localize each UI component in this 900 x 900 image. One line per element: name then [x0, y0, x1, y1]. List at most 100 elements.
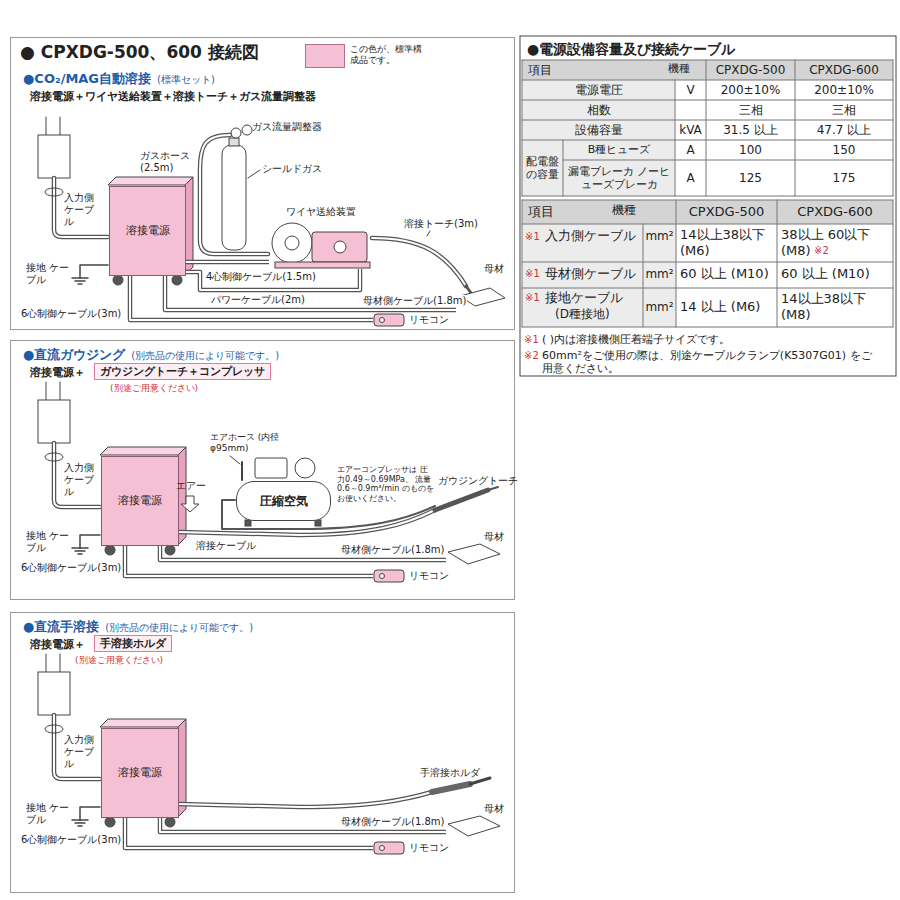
table-text: 60 以上 (M10): [781, 266, 870, 282]
node-label: リモコン: [409, 842, 449, 854]
option-box: 手溶接ホルダ: [94, 635, 172, 652]
part-label: 溶接電源＋: [30, 366, 85, 379]
feed-roller: [334, 241, 346, 253]
table-rule: [522, 200, 893, 201]
cable-twist-mark: [45, 725, 63, 733]
cable-label: パワーケーブル(2m): [210, 294, 306, 306]
feeder-base: [275, 262, 370, 268]
caster-wheel: [165, 545, 175, 555]
table-rule: [893, 200, 894, 327]
holder-cable: [178, 792, 432, 807]
gas-hose-core: [200, 135, 268, 254]
table-text: 150: [795, 143, 893, 157]
table-rule: [795, 60, 796, 196]
table-text: 入力側ケーブル: [545, 228, 636, 244]
panel-heading-text: (別売品の使用により可能です。): [105, 622, 253, 634]
table-text: 接地ケーブル: [545, 290, 623, 306]
power-source-box: 溶接電源: [109, 186, 186, 276]
ground-wire: [80, 535, 100, 548]
table-rule: [522, 60, 523, 196]
input-cable-core: [54, 715, 100, 779]
table-text: 項目: [528, 204, 554, 220]
input-cable: [54, 178, 108, 237]
remote-control: リモコン: [373, 313, 451, 329]
table-text: 三相: [795, 103, 893, 117]
gouging-torch: [435, 490, 488, 510]
remote-unit: [374, 570, 404, 582]
gas-hose: [200, 135, 268, 254]
panel-heading-text: ●直流ガウジング: [23, 347, 125, 363]
remote-unit: [374, 314, 404, 326]
node-label: 母材: [484, 531, 504, 543]
caster-wheel: [105, 817, 115, 827]
table-rule: [522, 196, 893, 197]
caster-wheel: [113, 275, 123, 285]
table-rule: [522, 200, 523, 327]
welding-torch-cable: [372, 238, 466, 286]
table-text: ※1: [524, 334, 539, 346]
supply-wire: [46, 382, 47, 400]
holder-cable-core: [178, 792, 432, 807]
compressor-pump: [255, 458, 287, 478]
table-text: ※1: [525, 231, 540, 243]
table-rule: [522, 327, 893, 328]
table-rule: [522, 100, 893, 101]
table-text: 電源電圧: [522, 83, 675, 97]
part-label: 手溶接ホルダ: [420, 767, 480, 779]
part-label: 溶接ケーブル: [196, 540, 256, 552]
ground-symbol: [78, 553, 82, 555]
table-text: B種ヒューズ: [563, 143, 675, 156]
caster-wheel: [105, 545, 115, 555]
leader-line: [427, 231, 430, 236]
part-label: ガウジングトーチ: [438, 475, 518, 487]
part-label: ガスホース (2.5m): [140, 150, 194, 174]
part-label: 入力側 ケーブル: [64, 462, 98, 498]
part-label: 接地 ケーブル: [26, 262, 70, 286]
panel-heading-text: (標準セット): [157, 74, 215, 86]
option-box: ガウジングトーチ＋コンプレッサ: [94, 363, 271, 380]
table-rule: [522, 224, 893, 225]
table-text: 47.7 以上: [795, 123, 893, 137]
connection-panel: 溶接電源ワイヤ送給装置母材リモコン●CO₂/MAG自動溶接(標準セット): [10, 37, 515, 330]
distribution-box: [38, 135, 70, 178]
panel-heading: ●CO₂/MAG自動溶接 (標準セット): [23, 71, 215, 87]
air-flow-arrow: [181, 496, 199, 512]
part-label: ガス流量調整器: [252, 121, 322, 133]
electrode-holder: [432, 784, 470, 792]
cable-twist-mark: [45, 188, 63, 196]
node-label: 溶接電源: [118, 494, 162, 507]
table-rule: [777, 200, 778, 327]
cylinder-valve: [229, 138, 239, 146]
table-rule: [522, 120, 893, 121]
ground-symbol: [78, 283, 82, 285]
feeder-motor: [312, 232, 367, 262]
table-text: A: [675, 171, 706, 185]
table-text: 配電盤 の容量: [522, 155, 563, 181]
table-rule: [675, 80, 676, 196]
cable-twist-mark: [45, 453, 63, 461]
cable-label: 6心制御ケーブル(3m): [20, 834, 122, 846]
ground-symbol: [75, 822, 85, 824]
table-rule: [643, 224, 644, 327]
part-label: エアー: [176, 480, 206, 492]
remote-knob: [380, 846, 385, 851]
cable-label: 6心制御ケーブル(3m): [20, 562, 122, 574]
node-label: リモコン: [409, 570, 449, 582]
table-fill: [522, 200, 893, 224]
illustration: [38, 36, 896, 854]
panel-heading-text: ●CO₂/MAG自動溶接: [23, 71, 151, 87]
part-label: (別途ご用意ください): [110, 383, 198, 394]
node-label: 手溶接ホルダ: [100, 637, 166, 650]
flow-regulator: [231, 128, 241, 138]
table-rule: [522, 80, 893, 81]
diagram-title: ● CPXDG-500、600 接続図: [20, 42, 259, 62]
table-text: 60mm²をご使用の際は、別途ケーブルクランプ(K5307G01) をご用意くだ…: [542, 349, 882, 375]
wire-reel: [272, 223, 312, 263]
air-pipe: [241, 462, 243, 480]
table-text: 200±10%: [706, 83, 795, 97]
remote-knob: [380, 574, 385, 579]
ground-symbol: [72, 277, 88, 279]
table-rule: [676, 200, 677, 327]
table-text: 100: [706, 143, 795, 157]
input-cable: [54, 443, 100, 507]
